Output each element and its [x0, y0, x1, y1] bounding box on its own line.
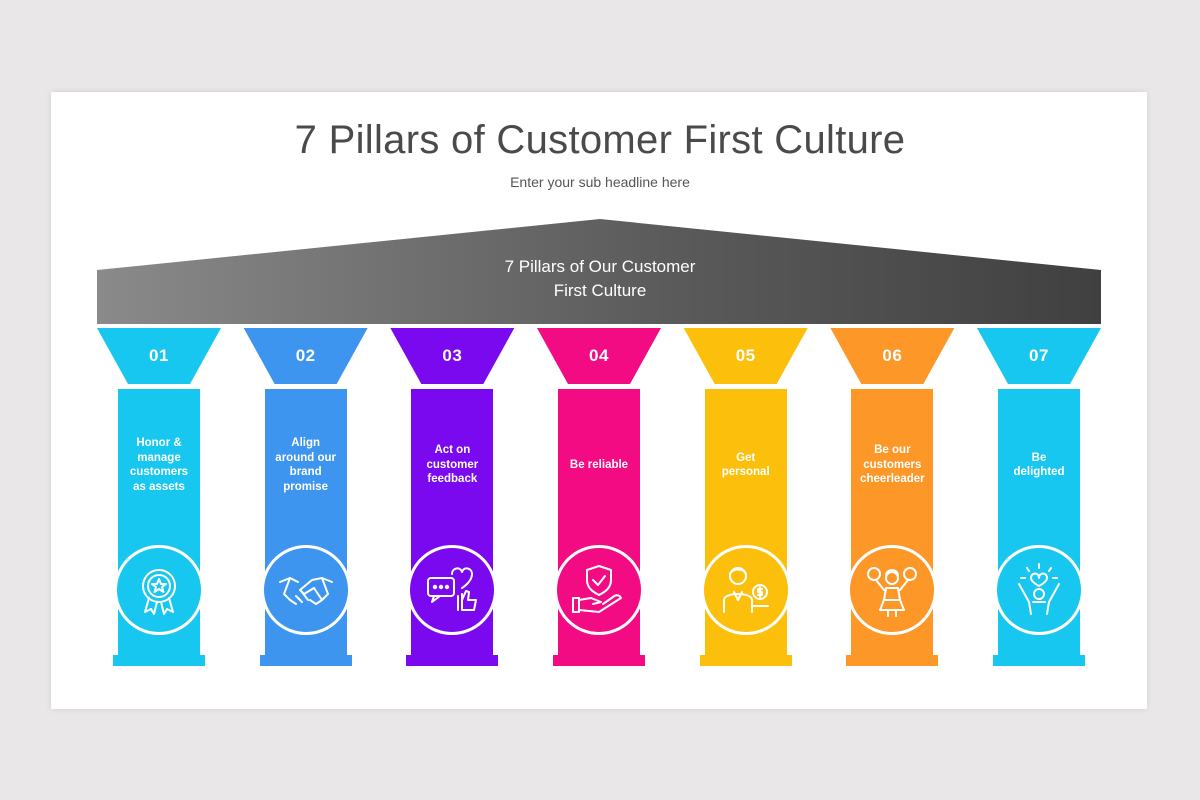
feedback-heart-icon: [427, 567, 478, 611]
pillar-number: 01: [149, 346, 169, 365]
pillar-text-line: Be our: [874, 444, 911, 457]
pillar-text: Honor & manage customers as assets: [105, 436, 213, 494]
delighted-person-icon: [1018, 563, 1061, 615]
pillar-base: [846, 655, 939, 666]
pillar-text-line: promise: [283, 480, 329, 493]
pillar-text-line: Be reliable: [569, 458, 629, 471]
pillar-text-line: delighted: [1013, 466, 1065, 478]
pillar-icon-circle: [260, 545, 351, 635]
pillar-text: Get personal: [692, 451, 800, 480]
pillar-text-line: Be: [1031, 451, 1047, 464]
pillar-text-line: manage: [137, 451, 181, 464]
pillar-text-line: customers: [129, 466, 189, 478]
pillar-icon-circle: [554, 545, 644, 635]
pillar-number: 06: [882, 346, 903, 365]
pillar-number: 02: [295, 346, 316, 365]
pillar-base: [259, 655, 352, 666]
roof-label-line-1: 7 Pillars of Our Customer: [504, 257, 696, 276]
pillar-text-line: Align: [291, 437, 321, 449]
pillar-text-line: Get: [736, 451, 756, 464]
page-subtitle: Enter your sub headline here: [510, 174, 690, 190]
roof-label-line-2: First Culture: [553, 281, 647, 300]
pillar-text-line: personal: [721, 466, 770, 478]
pillar-04: 04 Be reliable: [537, 328, 661, 666]
handshake-icon: [278, 577, 333, 605]
pillar-text-line: customers: [863, 458, 922, 471]
pillar-icon-circle: [700, 545, 791, 635]
pillar-text-line: brand: [289, 466, 322, 478]
pillar-text: Be reliable: [545, 458, 653, 473]
cheerleader-icon: [867, 567, 918, 617]
pillar-text-line: customer: [426, 458, 479, 471]
pillar-base: [113, 655, 205, 666]
pillar-text-line: Honor &: [136, 437, 182, 449]
pillar-base: [993, 655, 1086, 666]
pillar-number: 04: [589, 346, 609, 365]
roof-label: 7 Pillars of Our Customer First Culture: [400, 255, 800, 303]
pillar-number: 07: [1029, 346, 1049, 365]
award-badge-icon: [142, 569, 176, 615]
page-title: 7 Pillars of Customer First Culture: [294, 118, 906, 162]
pillar-text-line: cheerleader: [860, 473, 925, 486]
pillar-number: 03: [442, 346, 463, 365]
pillar-text-line: feedback: [427, 473, 478, 486]
roof: [97, 219, 1101, 324]
pillar-icon-circle: [114, 545, 204, 635]
pillar-icon-circle: [994, 545, 1085, 635]
pillar-text: Align around our brand promise: [252, 436, 360, 494]
pillar-text-line: around our: [275, 451, 336, 464]
pillar-number: 05: [735, 346, 756, 365]
pillar-icon-circle: [847, 545, 938, 635]
pillar-icon-circle: [407, 545, 498, 635]
pillar-text-line: as assets: [133, 480, 185, 493]
shield-hand-icon: [572, 565, 622, 613]
pillar-text-line: Act on: [434, 444, 471, 457]
person-dollar-icon: [722, 567, 769, 613]
pillar-text: Be delighted: [985, 451, 1093, 480]
pillar-base: [699, 655, 792, 666]
pillar-base: [406, 655, 499, 666]
pillar-base: [553, 655, 645, 666]
